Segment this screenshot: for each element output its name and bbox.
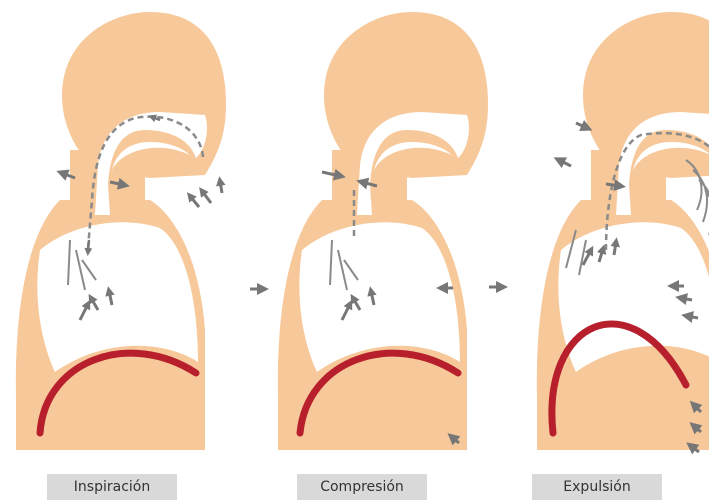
stage-label-compression: Compresión bbox=[297, 474, 427, 500]
cough-phases-diagram bbox=[0, 0, 709, 470]
stage-label-expulsion: Expulsión bbox=[532, 474, 662, 500]
expulsion-panel bbox=[537, 12, 709, 452]
compression-panel bbox=[278, 12, 488, 450]
inspiration-panel bbox=[16, 12, 226, 450]
stage-label-inspiration: Inspiración bbox=[47, 474, 177, 500]
